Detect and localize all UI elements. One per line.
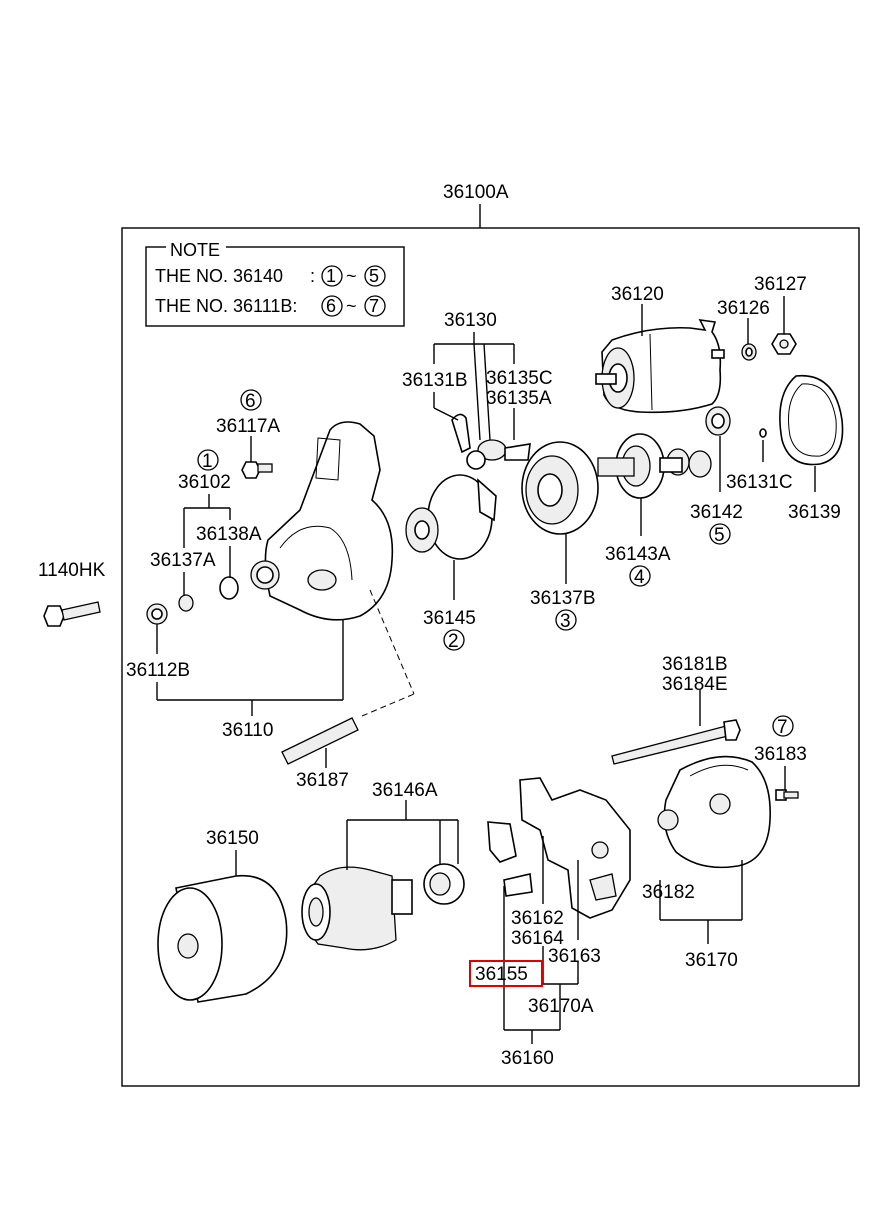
note-box: NOTE THE NO. 36140 : 1 ~ 5 THE NO. 36111… xyxy=(145,240,405,327)
ref-7: 7 xyxy=(777,717,788,738)
label-36163: 36163 xyxy=(548,946,601,967)
nut-36127-drawing xyxy=(771,333,797,355)
bolt-36117a-drawing xyxy=(241,461,273,479)
ref-6: 6 xyxy=(245,391,256,412)
bolt-1140hk-drawing xyxy=(43,601,101,627)
carrier-36143a-drawing xyxy=(597,433,683,499)
ref-5: 5 xyxy=(714,525,725,546)
label-36146a: 36146A xyxy=(372,780,438,801)
label-36181b: 36181B xyxy=(662,654,728,675)
part-labels: 36120 36126 36127 36130 36131B 36135C 36… xyxy=(38,274,841,1069)
label-1140hk: 1140HK xyxy=(38,560,106,581)
note-line1-part: 36140 xyxy=(233,266,283,286)
label-36110: 36110 xyxy=(222,720,273,741)
label-36126: 36126 xyxy=(717,298,770,319)
label-36183: 36183 xyxy=(754,744,807,765)
note-line2-prefix: THE NO. xyxy=(155,296,228,316)
label-36135c: 36135C xyxy=(486,368,553,389)
label-36182: 36182 xyxy=(642,882,695,903)
note-line1-from: 1 xyxy=(326,266,336,286)
label-36184e: 36184E xyxy=(662,674,728,695)
through-bolt-36181b-drawing xyxy=(611,719,741,765)
stud-36187-drawing xyxy=(281,589,415,765)
label-36155: 36155 xyxy=(475,964,528,985)
solenoid-drawing xyxy=(595,319,725,414)
note-line2-part: 36111B: xyxy=(233,296,297,316)
bearing-36146a-drawing xyxy=(423,863,465,905)
note-heading-text: NOTE xyxy=(170,240,220,260)
label-36139: 36139 xyxy=(788,502,841,523)
label-36130: 36130 xyxy=(444,310,497,331)
screw-36183-drawing xyxy=(775,789,799,801)
brush-holder-36160-drawing xyxy=(487,777,631,919)
washer-36137a-drawing xyxy=(178,594,194,612)
label-36164: 36164 xyxy=(511,928,564,949)
lever-36130-drawing xyxy=(451,413,531,470)
note-line2-from: 6 xyxy=(326,296,336,316)
front-housing-36110-drawing xyxy=(250,421,394,621)
label-36150: 36150 xyxy=(206,828,259,849)
assembly-frame xyxy=(121,227,860,1087)
nut-36126-drawing xyxy=(741,343,757,361)
pin-36131c-drawing xyxy=(759,428,767,438)
rear-cover-36182-drawing xyxy=(657,755,771,869)
label-36160: 36160 xyxy=(501,1048,554,1069)
bushing-36112b-drawing xyxy=(146,603,168,625)
note-line1-to: 5 xyxy=(369,266,379,286)
pinion-clutch-36145-drawing xyxy=(405,474,497,560)
note-line1-prefix: THE NO. xyxy=(155,266,228,286)
label-36135a: 36135A xyxy=(486,388,552,409)
note-line1-tilde: ~ xyxy=(346,266,357,286)
assembly-title: 36100A xyxy=(443,182,509,203)
label-36142: 36142 xyxy=(690,502,743,523)
label-36112b: 36112B xyxy=(126,660,190,681)
leader-lines xyxy=(156,296,816,1044)
ref-4: 4 xyxy=(634,567,645,588)
label-36102: 36102 xyxy=(178,472,231,493)
label-36131b: 36131B xyxy=(402,370,468,391)
gear-housing-36137b-drawing xyxy=(521,441,599,535)
label-36145: 36145 xyxy=(423,608,476,629)
label-36137b: 36137B xyxy=(530,588,596,609)
label-36143a: 36143A xyxy=(605,544,671,565)
note-line1-sep: : xyxy=(310,266,315,286)
highlight-36155-box xyxy=(469,960,543,987)
ref-1: 1 xyxy=(202,451,213,472)
cover-36139-drawing xyxy=(779,374,844,466)
label-36162: 36162 xyxy=(511,908,564,929)
label-36187: 36187 xyxy=(296,770,349,791)
yoke-36150-drawing xyxy=(157,874,288,1003)
label-36137a: 36137A xyxy=(150,550,216,571)
label-36170: 36170 xyxy=(685,950,738,971)
armature-36146a-drawing xyxy=(301,866,413,951)
bushing-36138a-drawing xyxy=(219,576,239,600)
label-36138a: 36138A xyxy=(196,524,262,545)
note-line2-to: 7 xyxy=(369,296,379,316)
label-36170a: 36170A xyxy=(528,996,594,1017)
ref-2: 2 xyxy=(448,631,459,652)
note-line2-tilde: ~ xyxy=(346,296,357,316)
reference-markers: 1 2 3 4 5 6 7 xyxy=(197,389,794,738)
ref-3: 3 xyxy=(560,611,571,632)
label-36127: 36127 xyxy=(754,274,807,295)
label-36117a: 36117A xyxy=(216,416,280,437)
label-36131c: 36131C xyxy=(726,472,793,493)
label-36120: 36120 xyxy=(611,284,664,305)
